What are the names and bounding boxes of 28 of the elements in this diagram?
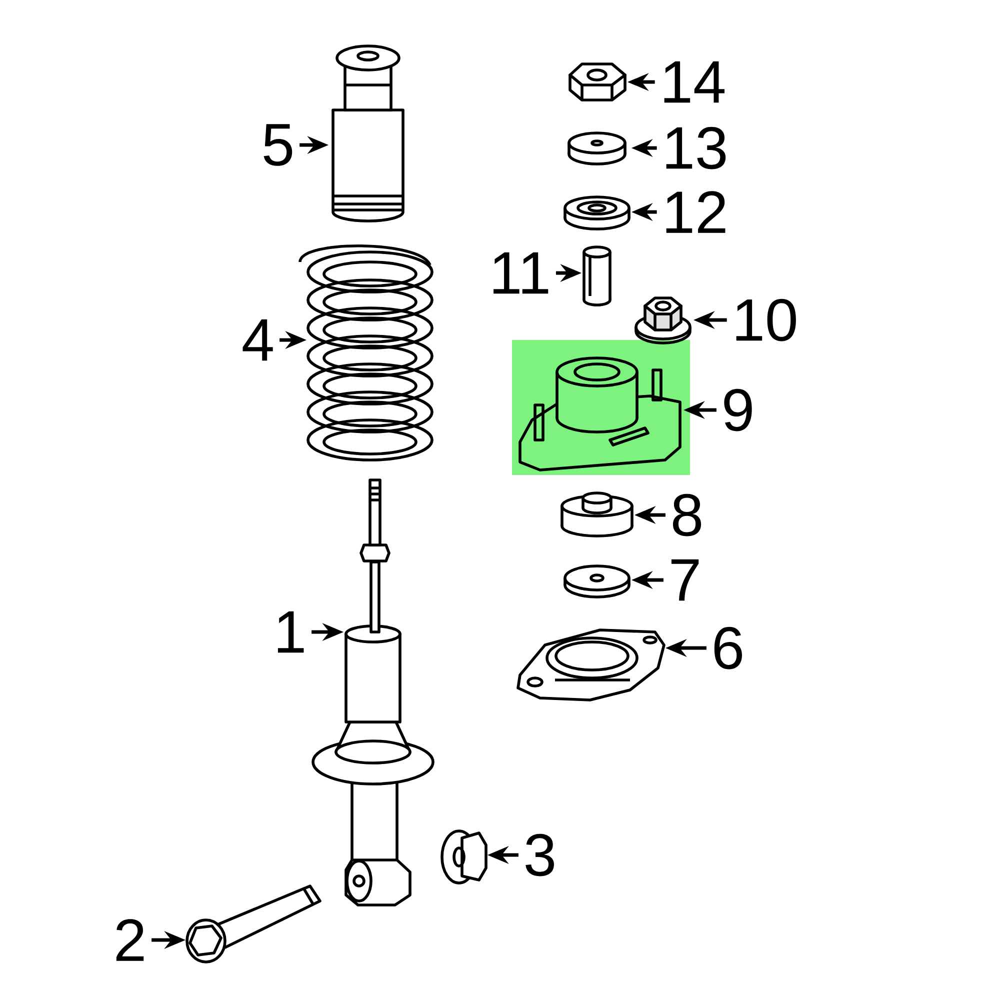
bolt-drawing (186, 884, 322, 964)
callout-number: 7 (671, 559, 699, 601)
shock-absorber-drawing (312, 478, 434, 906)
spring-seat-drawing (516, 628, 666, 702)
callout-number: 5 (264, 124, 292, 166)
callout-number: 13 (666, 126, 726, 170)
washer-drawing (564, 564, 630, 598)
callout-number: 6 (714, 626, 742, 670)
callout-number: 8 (672, 494, 702, 536)
hex-nut-drawing (568, 62, 626, 102)
strut-mount-drawing (518, 356, 682, 472)
flange-nut-drawing (440, 830, 488, 884)
callout-number: 2 (116, 919, 144, 961)
callout-number: 12 (666, 191, 726, 233)
callout-number: 1 (278, 611, 304, 653)
callout-number: 11 (494, 252, 548, 294)
callout-number: 14 (664, 61, 724, 103)
bushing-drawing (560, 492, 634, 538)
callout-number: 9 (724, 388, 752, 432)
flange-nut-drawing (634, 296, 692, 344)
bump-stop-drawing (332, 44, 404, 222)
callout-number: 10 (736, 298, 796, 342)
callout-number: 4 (242, 319, 273, 361)
pin-drawing (582, 246, 612, 306)
washer-drawing (568, 132, 626, 166)
coil-spring-drawing (298, 244, 434, 462)
washer-drawing (564, 196, 630, 230)
callout-number: 3 (526, 834, 554, 876)
